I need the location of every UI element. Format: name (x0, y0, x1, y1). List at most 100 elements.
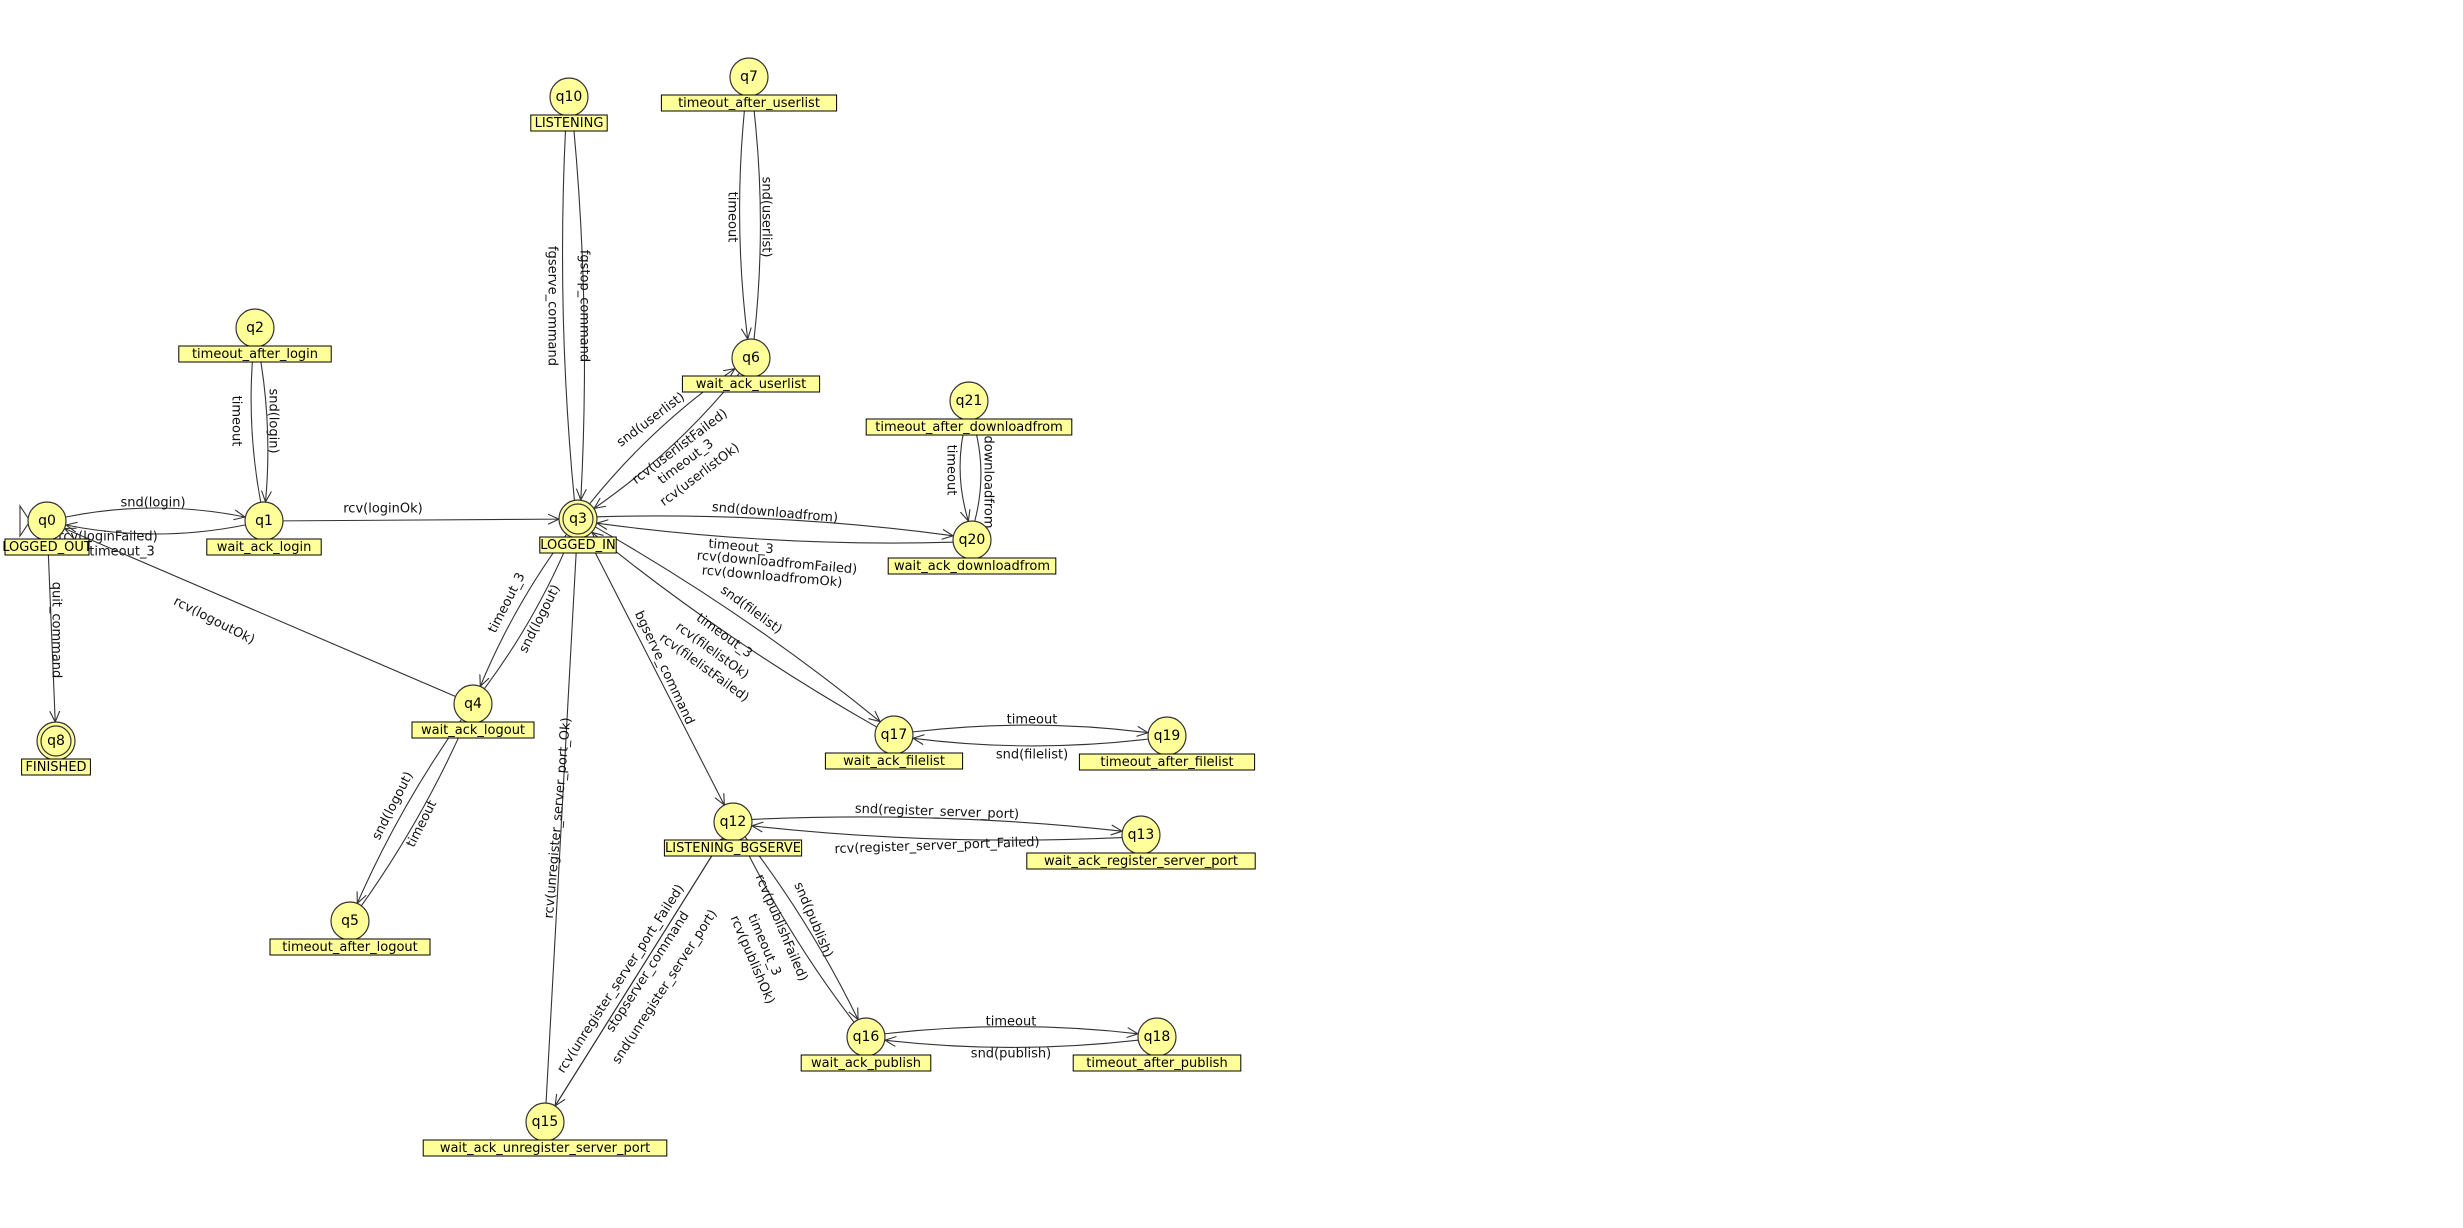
state-id: q20 (959, 532, 986, 548)
transition-q3-q4 (480, 534, 567, 686)
state-id: q1 (255, 513, 273, 529)
state-name: wait_ack_logout (421, 723, 525, 738)
transition-q3-q12 (586, 535, 725, 805)
state-name-box (663, 839, 803, 857)
transition-label: timeout_3 (89, 545, 154, 560)
state-name-box (530, 114, 608, 132)
initial-state-marker (19, 504, 31, 538)
accepting-state-ring (562, 503, 594, 535)
state-name-box (411, 721, 535, 739)
transition-label: snd(login) (266, 388, 281, 453)
state-id: q15 (532, 1114, 559, 1130)
transition-q1-q3 (282, 519, 559, 521)
transition-q5-q4 (361, 722, 465, 906)
transition-q12-q15 (555, 837, 724, 1106)
state-name-box (269, 938, 431, 956)
state-id: q21 (956, 393, 983, 409)
accepting-state-ring (40, 725, 72, 757)
state-q4: q4 wait_ack_logout (411, 684, 535, 739)
transition-q12-q16 (744, 836, 858, 1020)
state-q21: q21 timeout_after_downloadfrom (865, 381, 1073, 436)
state-name: timeout_after_userlist (678, 96, 820, 111)
transition-label: snd(publish) (971, 1047, 1051, 1062)
transition-q4-q0 (64, 528, 456, 698)
transition-label: downloadfrom (981, 435, 996, 528)
state-id: q18 (1144, 1029, 1171, 1045)
state-id: q5 (341, 913, 359, 929)
state-id: q2 (246, 320, 264, 336)
transition-q12-q13 (752, 816, 1122, 831)
transition-label: rcv(unregister_server_port_Ok) (542, 717, 575, 919)
transitions-layer: snd(login)rcv(loginFailed)timeout_3snd(l… (47, 96, 1148, 1106)
transition-label: timeout (986, 1015, 1037, 1030)
states-layer: q0LOGGED_OUTq1wait_ack_loginq2timeout_af… (2, 57, 1256, 1157)
transition-label: rcv(logoutOk) (171, 594, 257, 648)
transition-label: fgserve_command (545, 246, 560, 366)
transition-label: timeout (944, 445, 959, 496)
state-name-box (681, 375, 821, 393)
transition-q18-q16 (885, 1040, 1139, 1048)
state-name: LOGGED_IN (540, 538, 615, 553)
transition-q3-q10 (563, 116, 575, 501)
transition-q3-q17 (595, 526, 880, 722)
state-name: wait_ack_register_server_port (1044, 854, 1238, 869)
state-name: wait_ack_filelist (843, 754, 945, 769)
transition-label: timeout (404, 798, 440, 850)
transition-q3-q20 (597, 515, 953, 536)
state-q2: q2 timeout_after_login (178, 308, 332, 363)
state-name-box (422, 1139, 668, 1157)
state-name-box (800, 1054, 932, 1072)
state-name-box (1026, 852, 1256, 870)
transition-q20-q3 (597, 523, 953, 544)
state-id: q19 (1154, 728, 1181, 744)
state-name-box (206, 538, 322, 556)
transition-label: timeout (1007, 713, 1058, 728)
state-name: wait_ack_publish (811, 1056, 921, 1071)
transition-label: timeout_3 (708, 537, 774, 558)
transition-q16-q18 (884, 1026, 1138, 1034)
transition-label: timeout (229, 396, 244, 447)
transition-q4-q3 (484, 537, 570, 689)
state-q18: q18 timeout_after_publish (1072, 1017, 1242, 1072)
state-name: LOGGED_OUT (2, 540, 92, 555)
state-name-box (887, 557, 1057, 575)
state-id: q16 (853, 1029, 880, 1045)
state-name: timeout_after_downloadfrom (875, 420, 1063, 435)
state-id: q10 (556, 89, 583, 105)
state-q17: q17 wait_ack_filelist (824, 715, 964, 770)
transition-q6-q7 (752, 96, 761, 340)
state-id: q3 (569, 511, 587, 527)
transition-q0-q8 (47, 539, 55, 722)
transition-label: timeout (725, 192, 740, 243)
transition-label: fgstop_command (577, 250, 592, 362)
state-name-box (865, 418, 1073, 436)
state-name-box (1072, 1054, 1242, 1072)
state-id: q4 (464, 696, 482, 712)
transition-q1-q0 (66, 525, 246, 535)
transition-q2-q1 (257, 346, 268, 502)
transition-q16-q12 (741, 839, 855, 1023)
transition-q1-q2 (251, 347, 262, 503)
transition-label: snd(logout) (516, 582, 563, 655)
transition-q15-q3 (545, 538, 577, 1104)
state-name: timeout_after_publish (1086, 1056, 1227, 1071)
state-id: q12 (720, 814, 747, 830)
state-id: q17 (881, 727, 908, 743)
state-name-box (1078, 753, 1256, 771)
transition-q0-q1 (65, 507, 245, 517)
state-name: wait_ack_userlist (696, 377, 806, 392)
transition-q17-q19 (912, 724, 1148, 733)
transition-q10-q3 (572, 115, 585, 500)
state-name-box (4, 538, 90, 556)
state-name-box (21, 758, 91, 776)
transition-label: quit_command (49, 582, 64, 679)
state-name: timeout_after_login (192, 347, 318, 362)
